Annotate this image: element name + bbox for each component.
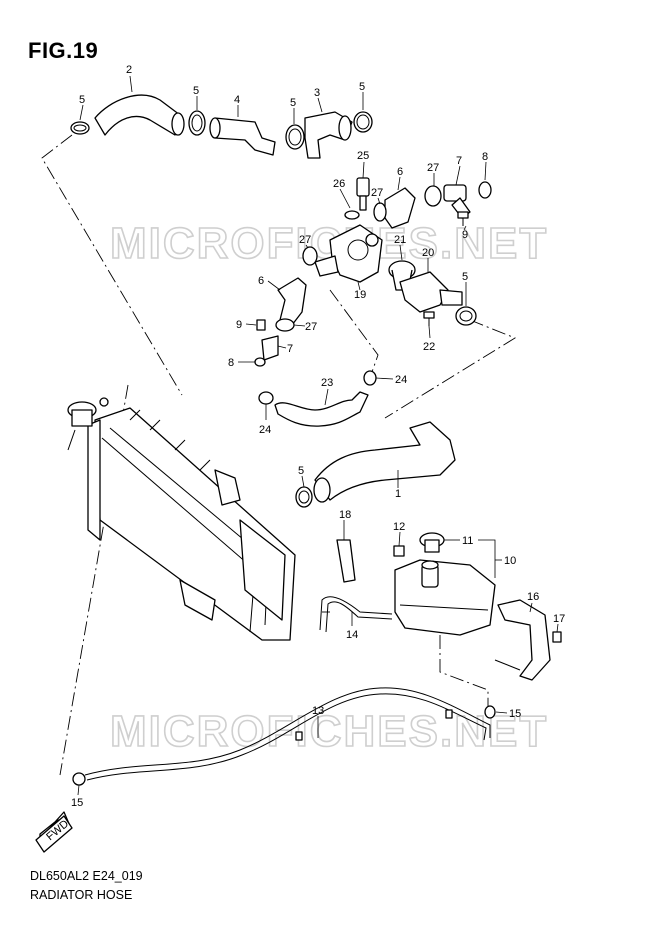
callout-24-a: 24: [395, 374, 407, 386]
watermark-bottom: MICROFICHES.NET: [110, 707, 548, 756]
callout-6-b: 6: [258, 275, 264, 287]
callout-27-c: 27: [299, 234, 311, 246]
callout-14: 14: [346, 629, 358, 641]
callout-5-f: 5: [298, 465, 304, 477]
callout-12: 12: [393, 521, 405, 533]
callout-16: 16: [527, 591, 539, 603]
callout-19: 19: [354, 289, 366, 301]
clamp-5-f: [295, 486, 313, 508]
callout-10: 10: [504, 555, 516, 567]
callout-7-b: 7: [287, 343, 293, 355]
callout-5-e: 5: [462, 271, 468, 283]
hose-2: [94, 94, 185, 136]
callout-9-b: 9: [236, 319, 242, 331]
clamp-5-d: [353, 111, 373, 133]
callout-26: 26: [333, 178, 345, 190]
clamp-27-a: [373, 202, 387, 222]
bolt-9-upper: [457, 211, 469, 226]
callout-23: 23: [321, 377, 333, 389]
callout-7-a: 7: [456, 155, 462, 167]
reservoir-cap-11: [419, 532, 445, 553]
figure-title: FIG.19: [28, 38, 99, 63]
clamp-27-c: [302, 246, 318, 266]
thermostat-housing-19: [314, 224, 383, 283]
callout-11: 11: [462, 535, 473, 547]
reservoir-tank: [394, 559, 496, 636]
leader-lines: [77, 75, 559, 796]
callout-21: 21: [394, 234, 406, 246]
callout-5-c: 5: [290, 97, 296, 109]
callout-15-a: 15: [71, 797, 83, 809]
callout-5-d: 5: [359, 81, 365, 93]
callout-22: 22: [423, 341, 435, 353]
routing-lines: [41, 134, 516, 776]
oring-8-lower: [254, 357, 266, 367]
hose-13: [84, 687, 491, 781]
hose-4: [209, 117, 276, 156]
clamp-5-e: [455, 306, 477, 326]
callout-8-b: 8: [228, 357, 234, 369]
stay-18: [336, 539, 356, 583]
clamp-5-b: [188, 110, 206, 136]
clamp-24-a: [258, 391, 274, 405]
callout-1: 1: [395, 488, 401, 500]
callout-8-a: 8: [482, 151, 488, 163]
callout-5-a: 5: [79, 94, 85, 106]
fitting-7-lower: [261, 335, 279, 361]
figure-name: RADIATOR HOSE: [30, 888, 133, 902]
callout-2: 2: [126, 64, 132, 76]
callout-3: 3: [314, 87, 320, 99]
callout-17: 17: [553, 613, 565, 625]
bolt-12: [393, 545, 405, 557]
clamp-15-left: [72, 772, 86, 786]
callout-27-b: 27: [371, 187, 383, 199]
callout-6-a: 6: [397, 166, 403, 178]
clamp-27-d: [275, 318, 295, 332]
bracket-16: [494, 599, 551, 681]
clamp-24-b: [363, 370, 377, 386]
hose-14: [319, 596, 393, 633]
bolt-22: [423, 311, 435, 326]
bolt-9-lower: [256, 319, 266, 331]
oring-8-upper: [478, 181, 492, 199]
clamp-27-b: [424, 185, 442, 207]
callout-18: 18: [339, 509, 351, 521]
callout-20: 20: [422, 247, 434, 259]
hose-23: [274, 391, 369, 427]
bolt-17: [552, 631, 562, 643]
callout-9-a: 9: [462, 229, 468, 241]
hose-6-lower: [277, 277, 307, 326]
radiator: [67, 397, 296, 641]
hose-1: [313, 421, 456, 503]
callout-27-d: 27: [305, 321, 317, 333]
washer-26: [344, 210, 360, 220]
callout-24-b: 24: [259, 424, 271, 436]
callout-25: 25: [357, 150, 369, 162]
sensor-25: [356, 177, 370, 211]
clamp-5-c: [285, 124, 305, 150]
callout-15-b: 15: [509, 708, 521, 720]
fwd-arrow: FWD: [35, 811, 73, 853]
callout-4: 4: [234, 94, 240, 106]
thermostat-cover-20: [399, 271, 463, 313]
callout-13: 13: [312, 705, 324, 717]
callout-27-a: 27: [427, 162, 439, 174]
callouts: 2 5 5 4 5 3 5 25 26 6 27 7 8 27 9 27 21 …: [71, 64, 565, 809]
hose-3: [304, 111, 353, 159]
callout-5-b: 5: [193, 85, 199, 97]
clamp-15-right: [484, 705, 496, 719]
model-code: DL650AL2 E24_019: [30, 869, 143, 883]
thermostat-21: [388, 260, 416, 291]
clamp-5-left: [70, 121, 90, 135]
